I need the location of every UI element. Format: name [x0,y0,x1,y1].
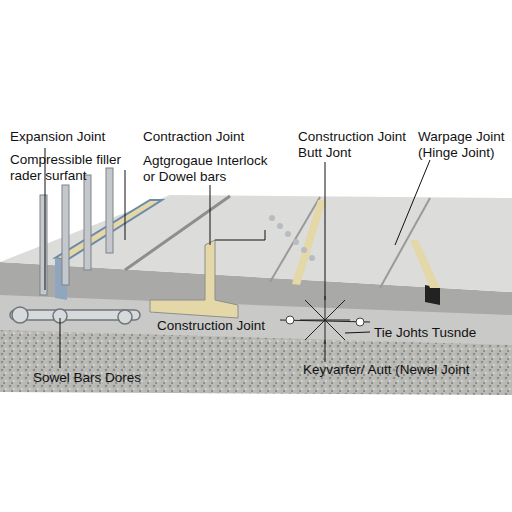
joint-label: Warpage Joint (Hinge Joint) [418,129,512,161]
tie-joint-symbol [280,296,370,344]
joint-label: Construction Joint Butt Jont [298,129,423,161]
joint-label: Tie Johts Tusnde [374,325,504,341]
joint-label: Sowel Bars Dores [33,370,173,386]
joint-label: Construction Joint [157,318,287,334]
dowel-pipes [10,307,140,324]
construction-key [150,240,238,318]
hinge-strip [410,240,440,288]
dowel-bars [40,168,113,295]
tie-bar-end [286,316,294,324]
joint-label: Compressible filler rader surfant [10,152,135,184]
leader-lines [45,148,430,368]
joint-label: Expansion Joint [10,129,140,145]
butt-joint-strip [292,200,326,285]
warpage-joint-line [380,198,430,288]
slab-top [0,195,512,292]
tie-bar-end [356,318,364,326]
joint-label: Keyvarfer/ Autt (Newel Joint [303,362,508,378]
joint-label: Contraction Joint [143,129,283,145]
joint-dowels [269,215,315,261]
joint-label: Agtgrogaue Interlock or Dowel bars [143,153,273,185]
